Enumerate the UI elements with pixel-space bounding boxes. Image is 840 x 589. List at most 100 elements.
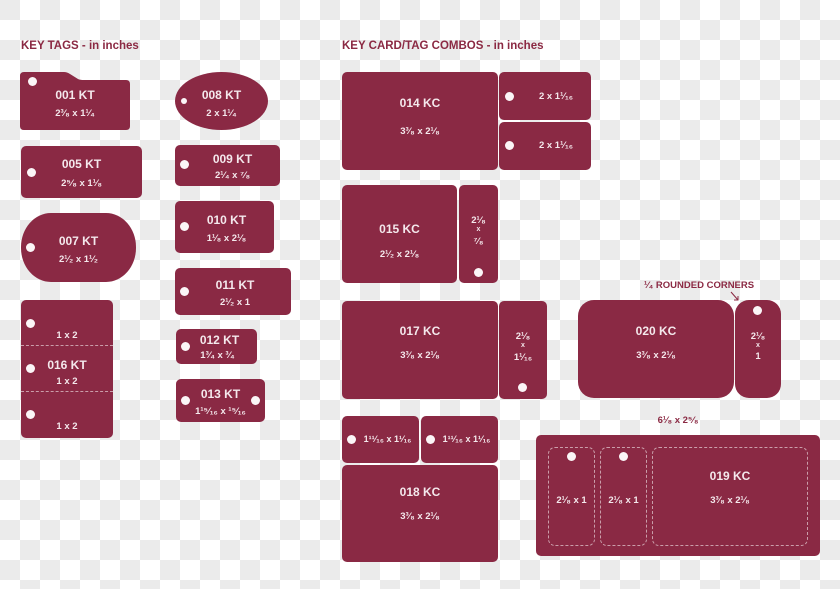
combo-014-tag-2[interactable]: 2 x 1¹⁄₁₆: [499, 122, 591, 170]
tag-016-part-1-size: 1 x 2: [56, 330, 78, 341]
combo-019-sheet[interactable]: 2¹⁄₈ x 1 2¹⁄₈ x 1 019 KC 3³⁄₈ x 2¹⁄₈: [536, 435, 820, 556]
combo-size: 3³⁄₈ x 2¹⁄₈: [400, 350, 440, 361]
tag-height: 1¹⁄₁₆: [513, 352, 533, 363]
tag-size: 1¹¹⁄₁₆ x 1¹⁄₁₆: [363, 434, 412, 444]
tag-id: 010 KT: [206, 213, 247, 227]
tag-016[interactable]: 1 x 2 016 KT 1 x 2 1 x 2: [21, 300, 113, 438]
tag-size: 1¹⁄₈ x 2¹⁄₈: [206, 233, 247, 244]
combo-014-card[interactable]: 014 KC 3³⁄₈ x 2¹⁄₈: [342, 72, 498, 170]
tag-011[interactable]: 011 KT 2¹⁄₂ x 1: [175, 268, 291, 315]
tag-size: 2³⁄₈ x 1¹⁄₄: [55, 108, 95, 119]
tag-height: ⁷⁄₈: [473, 236, 484, 247]
hole-icon: [251, 396, 260, 405]
combo-id: 019 KC: [709, 469, 751, 483]
hole-icon: [181, 98, 187, 104]
tag-size: 2 x 1¹⁄₁₆: [538, 140, 574, 151]
tag-x: x: [756, 342, 760, 349]
combo-019-tag-2[interactable]: 2¹⁄₈ x 1: [600, 447, 647, 546]
hole-icon: [26, 364, 35, 373]
combo-id: 020 KC: [635, 324, 677, 338]
tag-id: 001 KT: [55, 88, 95, 102]
hole-icon: [28, 77, 37, 86]
combo-020-card[interactable]: 020 KC 3³⁄₈ x 2¹⁄₈: [578, 300, 734, 398]
key-tags-heading: KEY TAGS - in inches: [21, 40, 139, 52]
hole-icon: [180, 287, 189, 296]
tag-016-part-2-size: 1 x 2: [56, 376, 78, 387]
hole-icon: [518, 383, 527, 392]
tag-id: 013 KT: [200, 387, 241, 401]
tag-id: 007 KT: [58, 234, 99, 248]
hole-icon: [181, 396, 190, 405]
hole-icon: [181, 342, 190, 351]
tag-width: 2¹⁄₈: [750, 331, 766, 342]
tag-x: x: [521, 342, 525, 349]
combo-018-tag-1[interactable]: 1¹¹⁄₁₆ x 1¹⁄₁₆: [342, 416, 419, 463]
combo-019-card[interactable]: 019 KC 3³⁄₈ x 2¹⁄₈: [652, 447, 808, 546]
tag-012[interactable]: 012 KT 1³⁄₄ x ³⁄₄: [176, 329, 257, 364]
hole-icon: [753, 306, 762, 315]
tag-size: 2¹⁄₂ x 1: [219, 297, 251, 308]
tag-id: 016 KT: [47, 358, 87, 372]
tag-size: 2 x 1¹⁄₄: [206, 108, 237, 119]
perforation-line: [21, 391, 113, 392]
combo-id: 014 KC: [399, 96, 441, 110]
combo-020-tag[interactable]: 2¹⁄₈ x 1: [735, 300, 781, 398]
tag-001[interactable]: 001 KT 2³⁄₈ x 1¹⁄₄: [20, 72, 130, 130]
hole-icon: [426, 435, 435, 444]
combo-017-card[interactable]: 017 KC 3³⁄₈ x 2¹⁄₈: [342, 301, 498, 399]
combo-018-tag-2[interactable]: 1¹¹⁄₁₆ x 1¹⁄₁₆: [421, 416, 498, 463]
combo-size: 3³⁄₈ x 2¹⁄₈: [710, 495, 750, 506]
combo-017-tag[interactable]: 2¹⁄₈ x 1¹⁄₁₆: [499, 301, 547, 399]
combo-018-card[interactable]: 018 KC 3³⁄₈ x 2¹⁄₈: [342, 465, 498, 562]
hole-icon: [180, 222, 189, 231]
tag-008[interactable]: 008 KT 2 x 1¹⁄₄: [175, 72, 268, 130]
tag-size: 2 x 1¹⁄₁₆: [538, 91, 574, 102]
hole-icon: [567, 452, 576, 461]
tag-width: 2¹⁄₈: [515, 331, 531, 342]
tag-id: 009 KT: [212, 152, 253, 166]
combo-id: 018 KC: [399, 485, 441, 499]
tag-id: 005 KT: [61, 157, 102, 171]
rounded-corners-note: ¹⁄₄ ROUNDED CORNERS: [644, 280, 755, 291]
tag-width: 2¹⁄₈: [471, 215, 486, 226]
combo-id: 015 KC: [379, 222, 420, 236]
combo-id: 017 KC: [399, 324, 441, 338]
hole-icon: [619, 452, 628, 461]
hole-icon: [26, 243, 35, 252]
tag-id: 011 KT: [215, 278, 255, 292]
combo-size: 2¹⁄₂ x 2¹⁄₈: [379, 249, 420, 260]
tag-id: 008 KT: [201, 88, 242, 102]
tag-007[interactable]: 007 KT 2¹⁄₂ x 1¹⁄₂: [21, 213, 136, 282]
combo-size: 3³⁄₈ x 2¹⁄₈: [400, 511, 440, 522]
hole-icon: [180, 160, 189, 169]
tag-height: 1: [755, 351, 761, 362]
tag-id: 012 KT: [199, 333, 240, 347]
combo-015-card[interactable]: 015 KC 2¹⁄₂ x 2¹⁄₈: [342, 185, 457, 283]
combo-019-overall-size: 6¹⁄₈ x 2⁵⁄₈: [657, 415, 699, 426]
hole-icon: [505, 141, 514, 150]
tag-size: 2¹⁄₈ x 1: [556, 495, 587, 506]
tag-005[interactable]: 005 KT 2⁵⁄₈ x 1¹⁄₈: [21, 146, 142, 198]
tag-010[interactable]: 010 KT 1¹⁄₈ x 2¹⁄₈: [175, 201, 274, 253]
combo-size: 3³⁄₈ x 2¹⁄₈: [636, 350, 676, 361]
tag-size: 1¹¹⁄₁₆ x 1¹⁄₁₆: [442, 434, 491, 444]
tag-009[interactable]: 009 KT 2¹⁄₄ x ⁷⁄₈: [175, 145, 280, 186]
tag-size: 2¹⁄₂ x 1¹⁄₂: [58, 254, 99, 265]
combo-015-tag[interactable]: 2¹⁄₈ x ⁷⁄₈: [459, 185, 498, 283]
tag-x: x: [476, 226, 481, 233]
combo-014-tag-1[interactable]: 2 x 1¹⁄₁₆: [499, 72, 591, 120]
tag-size: 1³⁄₄ x ³⁄₄: [200, 350, 235, 361]
tag-013[interactable]: 013 KT 1¹⁵⁄₁₆ x ¹⁵⁄₁₆: [176, 379, 265, 422]
combo-size: 3³⁄₈ x 2¹⁄₈: [400, 126, 440, 137]
perforation-line: [21, 345, 113, 346]
hole-icon: [27, 168, 36, 177]
hole-icon: [347, 435, 356, 444]
hole-icon: [505, 92, 514, 101]
hole-icon: [26, 319, 35, 328]
hole-icon: [474, 268, 483, 277]
combo-019-tag-1[interactable]: 2¹⁄₈ x 1: [548, 447, 595, 546]
hole-icon: [26, 410, 35, 419]
tag-size: 2¹⁄₈ x 1: [608, 495, 639, 506]
